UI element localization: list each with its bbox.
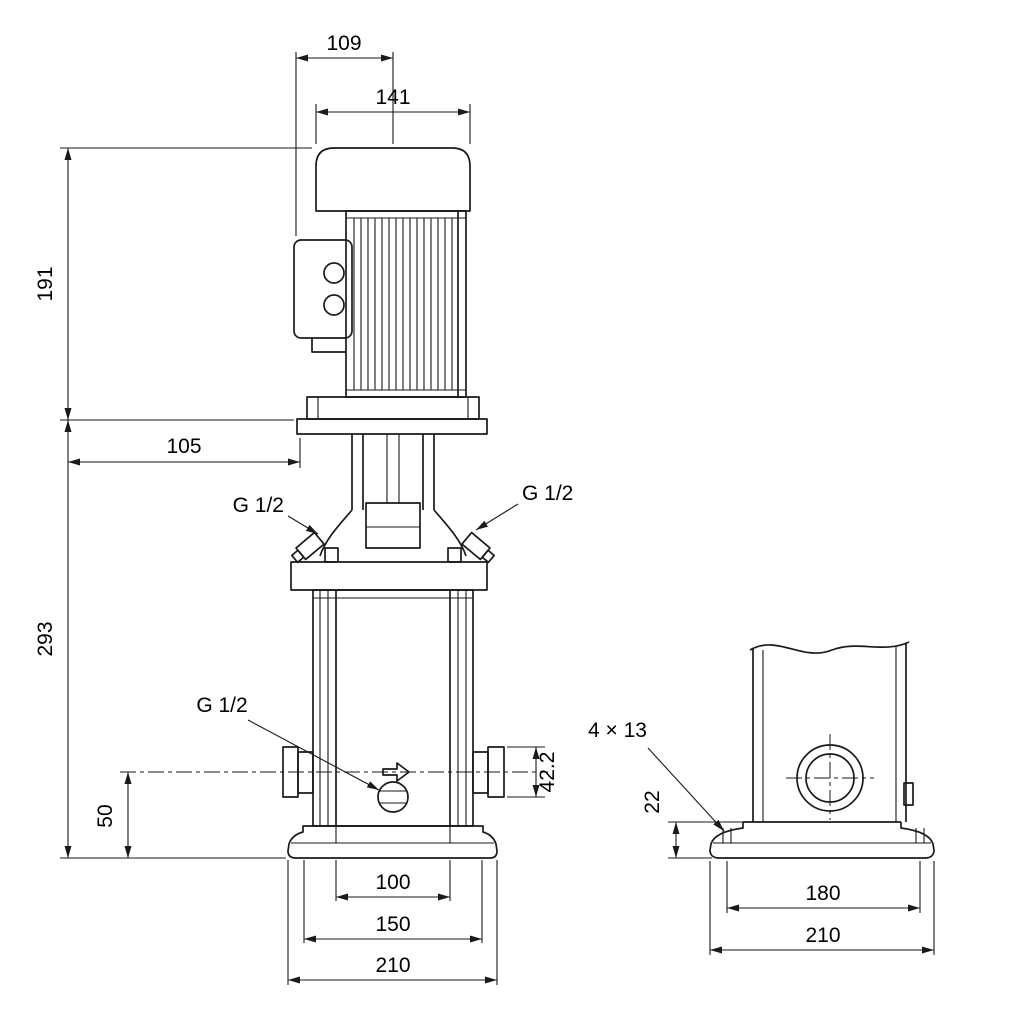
cable-entry-hole — [323, 262, 345, 284]
dim-100-label: 100 — [375, 871, 410, 894]
dim-105-label: 105 — [166, 435, 201, 458]
dim-210-side-label: 210 — [805, 924, 840, 947]
drain-plug — [377, 781, 409, 813]
dim-50-label: 50 — [94, 804, 117, 827]
dim-109-label: 109 — [326, 32, 361, 55]
side-view: 4 × 13 22 180 210 — [588, 641, 935, 955]
dim-141-label: 141 — [375, 86, 410, 109]
motor-stool-group — [296, 396, 488, 549]
dim-293-label: 293 — [34, 621, 57, 656]
break-line — [749, 641, 910, 654]
base-group-front — [287, 825, 498, 859]
base-group-side — [709, 821, 935, 859]
chamber-stack-group — [312, 589, 474, 827]
side-dimensions: 4 × 13 22 180 210 — [588, 719, 935, 955]
vent-plug-left — [290, 531, 325, 564]
dim-42-2-label: 42.2 — [536, 752, 559, 793]
motor-group — [315, 147, 471, 398]
front-view: 109 141 191 293 105 50 42. — [34, 32, 573, 985]
cable-entry-hole — [323, 294, 345, 316]
dim-150-label: 150 — [375, 913, 410, 936]
side-sleeve-group — [749, 641, 914, 822]
dim-180-label: 180 — [805, 882, 840, 905]
terminal-box — [293, 239, 353, 353]
pump-head-group — [290, 509, 496, 591]
nameplate-clip — [903, 782, 914, 806]
plug-right-label: G 1/2 — [522, 482, 573, 505]
dim-210-front-label: 210 — [375, 954, 410, 977]
plug-left-label: G 1/2 — [233, 494, 284, 517]
front-dimensions: 109 141 191 293 105 50 42. — [34, 32, 573, 985]
dim-191-label: 191 — [34, 266, 57, 301]
head-flange — [290, 561, 488, 591]
bolt-holes-label: 4 × 13 — [588, 719, 647, 742]
dim-22-label: 22 — [641, 790, 664, 813]
flow-direction-arrow — [382, 762, 410, 782]
shaft-coupling — [365, 502, 421, 549]
drain-label: G 1/2 — [196, 694, 247, 717]
vent-plug-right — [461, 531, 496, 564]
